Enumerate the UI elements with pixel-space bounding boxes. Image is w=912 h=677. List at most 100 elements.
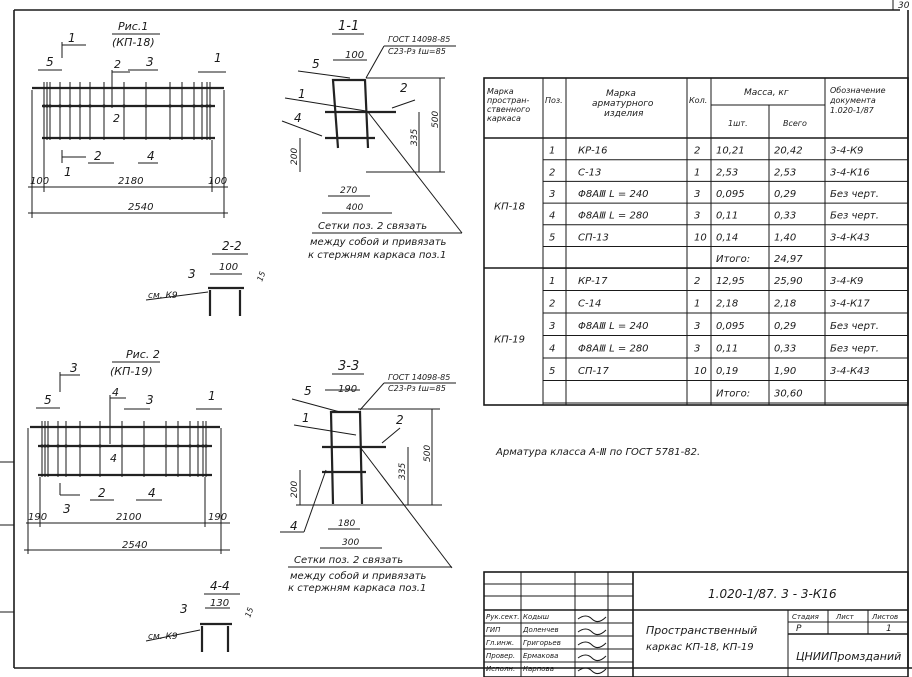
cell-doc: 3-4-К16 bbox=[830, 167, 870, 178]
rebar-node bbox=[58, 104, 62, 108]
cell-unit: 2,18 bbox=[716, 299, 738, 310]
fig2-subtitle: (КП-19) bbox=[110, 365, 153, 378]
position-label: 2 bbox=[400, 81, 408, 95]
dimension: 190 bbox=[208, 512, 227, 523]
cell-item: КР-17 bbox=[578, 276, 608, 287]
gost-label: С23-Рз ℓш=85 bbox=[388, 384, 446, 393]
cell-doc: Без черт. bbox=[830, 344, 879, 355]
cell-unit: 10,21 bbox=[716, 146, 745, 157]
cell-pos: 4 bbox=[549, 344, 555, 355]
document-code: 1.020-1/87. 3 - 3-К16 bbox=[708, 587, 837, 601]
section-mark: 2 bbox=[113, 112, 120, 125]
cell-qty: 3 bbox=[694, 189, 700, 200]
rebar-node bbox=[144, 104, 148, 108]
drawing-title: Пространственный bbox=[646, 624, 757, 637]
cell-unit: 0,095 bbox=[716, 189, 745, 200]
cell-total: 2,18 bbox=[774, 299, 796, 310]
cell-total: 1,90 bbox=[774, 366, 796, 377]
rebar-node bbox=[180, 104, 184, 108]
position-label: 2 bbox=[94, 149, 102, 163]
rebar-node bbox=[42, 104, 46, 108]
dimension: 180 bbox=[338, 519, 355, 529]
table-header: документа bbox=[829, 96, 876, 105]
rebar-node bbox=[205, 104, 209, 108]
section-mark: 3 bbox=[70, 361, 78, 375]
signature bbox=[577, 667, 607, 675]
rebar-node bbox=[78, 104, 82, 108]
frame-mark: КП-18 bbox=[494, 202, 525, 213]
signature bbox=[577, 628, 607, 636]
position-label: 3 bbox=[180, 602, 188, 616]
cell-total: 0,33 bbox=[774, 211, 796, 222]
position-label: 5 bbox=[312, 57, 320, 71]
rebar-node bbox=[40, 444, 44, 448]
rebar-node bbox=[88, 104, 92, 108]
table-header: изделия bbox=[604, 109, 644, 119]
dimension: 100 bbox=[219, 262, 238, 273]
cell-pos: 5 bbox=[549, 366, 555, 377]
dimension: 2100 bbox=[116, 512, 141, 523]
cell-total: 20,42 bbox=[774, 146, 803, 157]
cell-total: 0,29 bbox=[774, 189, 796, 200]
cell-item: С-13 bbox=[578, 167, 601, 178]
rebar-node bbox=[120, 444, 124, 448]
table-header: 1.020-1/87 bbox=[830, 106, 875, 115]
section-mark: 4 bbox=[112, 386, 119, 399]
cell-total: 0,33 bbox=[774, 344, 796, 355]
cell-unit: 2,53 bbox=[716, 167, 738, 178]
dimension: 300 bbox=[342, 538, 359, 548]
rebar-node bbox=[200, 104, 204, 108]
rebar-node bbox=[208, 104, 212, 108]
section-mark: 1 bbox=[64, 165, 72, 179]
dimension: 100 bbox=[30, 176, 49, 187]
cell-pos: 4 bbox=[549, 211, 555, 222]
cell-qty: 3 bbox=[694, 211, 700, 222]
cell-qty: 2 bbox=[694, 146, 700, 157]
rebar-node bbox=[188, 444, 192, 448]
figure-2-elevation: Рис. 2 (КП-19) 3 3 4 4 5 3 1 2 4 190 210… bbox=[24, 348, 230, 554]
specification-table: Марка простран- ственного каркаса Поз. М… bbox=[483, 77, 909, 406]
rebar-node bbox=[204, 444, 208, 448]
total-value: 30,60 bbox=[774, 389, 803, 400]
rebar-node bbox=[122, 104, 126, 108]
cell-item: Φ8АⅢ L = 240 bbox=[578, 189, 649, 200]
dimension: 335 bbox=[398, 463, 408, 480]
cell-pos: 1 bbox=[549, 146, 555, 157]
reference-label: см. К9 bbox=[148, 291, 178, 301]
cell-qty: 1 bbox=[694, 167, 700, 178]
note-text: к стержням каркаса поз.1 bbox=[308, 250, 446, 261]
cell-qty: 10 bbox=[694, 232, 707, 243]
cell-unit: 0,11 bbox=[716, 344, 738, 355]
dimension: 190 bbox=[28, 512, 47, 523]
rebar-node bbox=[46, 444, 50, 448]
note-text: между собой и привязать bbox=[290, 570, 427, 582]
fig1-subtitle: (КП-18) bbox=[112, 36, 155, 49]
sheets-label: Листов bbox=[871, 613, 898, 621]
figure-1-elevation: Рис.1 (КП-18) 1 1 2 2 5 2 3 1 4 100 2180… bbox=[28, 20, 228, 218]
organization: ЦНИИПромзданий bbox=[796, 650, 901, 663]
section-mark: 1 bbox=[68, 31, 76, 45]
dimension: 200 bbox=[290, 481, 300, 498]
cell-total: 2,53 bbox=[774, 167, 796, 178]
total-label: Итого: bbox=[716, 389, 750, 400]
stage-value: Р bbox=[796, 624, 802, 634]
table-header: каркаса bbox=[487, 114, 521, 123]
rebar-node bbox=[201, 444, 205, 448]
rebar-node bbox=[43, 444, 47, 448]
cell-pos: 5 bbox=[549, 232, 555, 243]
position-label: 5 bbox=[44, 393, 52, 407]
dimension: 335 bbox=[410, 129, 420, 146]
rebar-node bbox=[176, 444, 180, 448]
note-text: Сетки поз. 2 связать bbox=[318, 221, 427, 232]
position-label: 3 bbox=[188, 267, 196, 281]
rebar-node bbox=[142, 444, 146, 448]
role-label: Исполн. bbox=[486, 665, 515, 673]
cell-unit: 0,095 bbox=[716, 321, 745, 332]
table-header: Поз. bbox=[545, 96, 563, 105]
sheet-number: 30 bbox=[898, 1, 910, 11]
dimension: 500 bbox=[423, 445, 433, 462]
table-header: Масса, кг bbox=[744, 88, 789, 98]
gost-label: ГОСТ 14098-85 bbox=[388, 373, 450, 382]
